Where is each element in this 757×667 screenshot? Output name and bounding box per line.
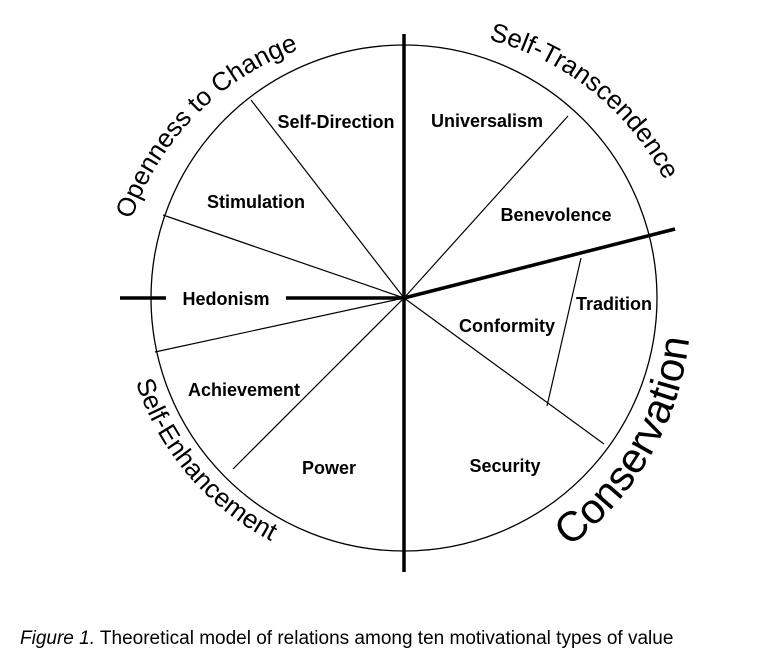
figure-label: Figure 1. <box>20 628 95 649</box>
label-achievement: Achievement <box>188 380 300 400</box>
label-universalism: Universalism <box>431 111 543 131</box>
label-hedonism: Hedonism <box>182 289 269 309</box>
label-stimulation: Stimulation <box>207 192 305 212</box>
label-security: Security <box>469 456 540 476</box>
label-self-direction: Self-Direction <box>277 112 394 132</box>
divider-selfdirection-stimulation <box>250 99 405 299</box>
divider-achievement-power <box>232 297 405 470</box>
divider-conformity-security <box>403 297 605 445</box>
label-conservation: Conservation <box>545 333 698 554</box>
figure-caption: Figure 1. Theoretical model of relations… <box>20 628 673 650</box>
label-benevolence: Benevolence <box>500 205 611 225</box>
label-tradition: Tradition <box>576 294 652 314</box>
label-conformity: Conformity <box>459 316 555 336</box>
label-self-transcendence: Self-Transcendence <box>487 17 686 184</box>
divider-tradition-conformity <box>546 257 582 407</box>
axis-conservation-boundary <box>403 227 676 300</box>
figure-caption-text: Theoretical model of relations among ten… <box>94 628 674 649</box>
label-power: Power <box>302 458 356 478</box>
divider-hedonism-achievement <box>154 297 405 353</box>
divider-universalism-benevolence <box>403 115 569 299</box>
divider-stimulation-hedonism <box>162 214 405 299</box>
